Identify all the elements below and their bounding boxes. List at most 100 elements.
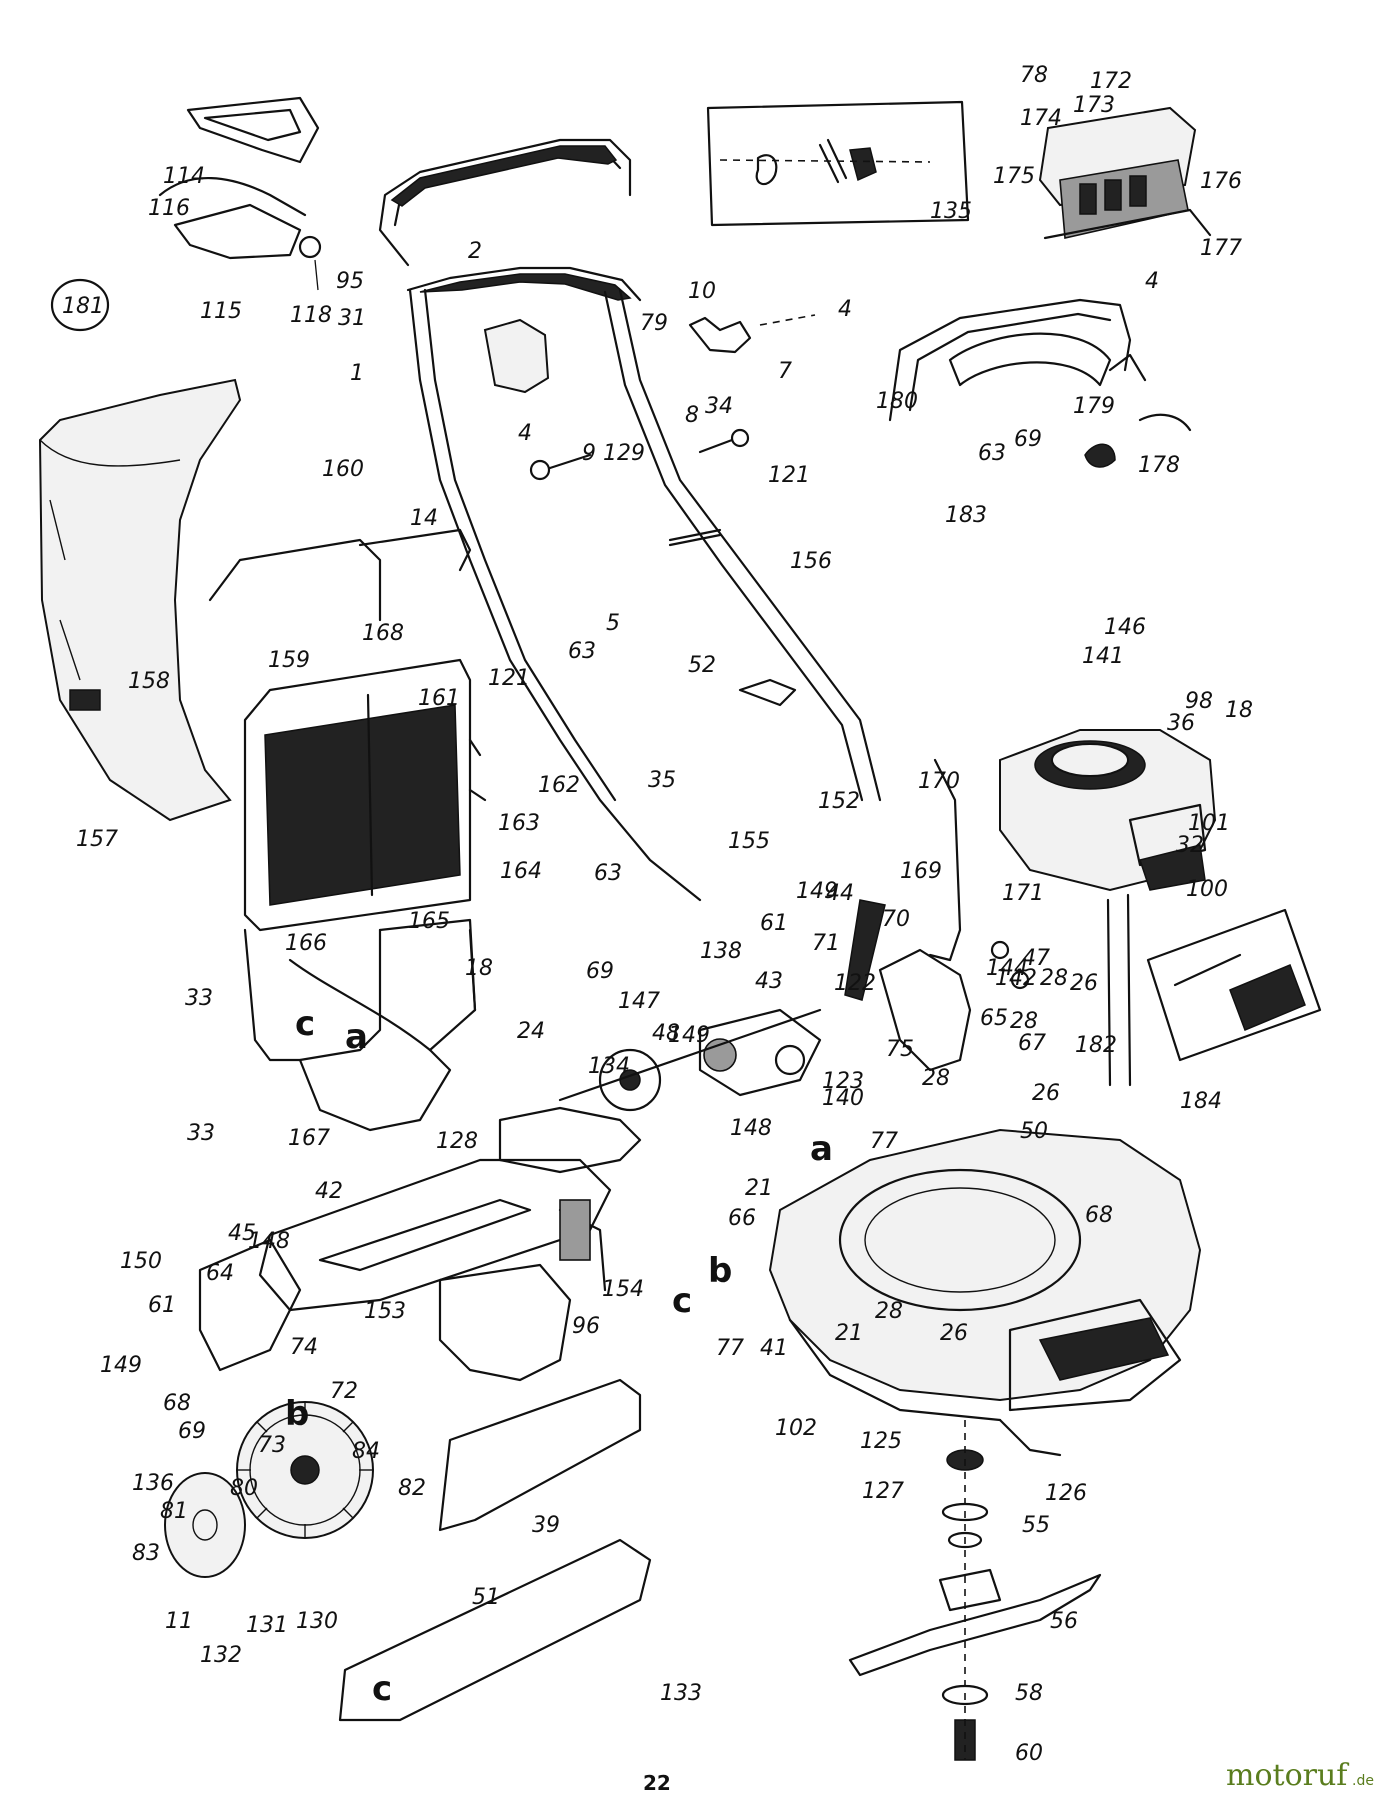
part-label-134: 134 <box>588 1054 630 1079</box>
part-label-149: 149 <box>100 1353 142 1378</box>
part-label-155: 155 <box>728 829 770 854</box>
part-label-141: 141 <box>1082 644 1124 669</box>
part-label-172: 172 <box>1090 69 1132 94</box>
grass-catcher-bag <box>38 378 242 822</box>
section-letter-b: b <box>285 1394 309 1434</box>
part-label-157: 157 <box>76 827 118 852</box>
part-label-95: 95 <box>336 269 364 294</box>
engine-control-bracket <box>844 758 1030 1072</box>
part-label-133: 133 <box>660 1681 702 1706</box>
part-label-77: 77 <box>870 1129 898 1154</box>
part-number-labels: 1244457891011141818212124262626282828283… <box>76 63 1253 1766</box>
part-label-173: 173 <box>1073 93 1115 118</box>
part-label-162: 162 <box>538 773 580 798</box>
part-label-63: 63 <box>568 639 596 664</box>
part-label-116: 116 <box>148 196 190 221</box>
part-label-129: 129 <box>603 441 645 466</box>
part-label-11: 11 <box>165 1609 193 1634</box>
part-label-126: 126 <box>1045 1481 1087 1506</box>
diagram-number-badge: 181 <box>50 278 110 332</box>
part-label-51: 51 <box>472 1585 500 1610</box>
part-label-178: 178 <box>1138 453 1180 478</box>
part-label-156: 156 <box>790 549 832 574</box>
bag-frame <box>208 528 487 932</box>
rear-wheel <box>164 1401 374 1578</box>
part-label-48: 48 <box>652 1021 680 1046</box>
part-label-153: 153 <box>364 1299 406 1324</box>
part-label-171: 171 <box>1002 881 1044 906</box>
page-number: 22 <box>643 1771 671 1795</box>
part-label-5: 5 <box>606 611 620 636</box>
drive-transmission <box>498 1008 822 1174</box>
part-label-32: 32 <box>1176 833 1204 858</box>
part-label-148: 148 <box>248 1229 290 1254</box>
part-label-160: 160 <box>322 457 364 482</box>
part-label-69: 69 <box>586 959 614 984</box>
part-label-41: 41 <box>760 1336 788 1361</box>
part-label-175: 175 <box>993 164 1035 189</box>
part-label-9: 9 <box>582 441 596 466</box>
part-label-21: 21 <box>745 1176 773 1201</box>
part-label-21: 21 <box>835 1321 863 1346</box>
part-label-82: 82 <box>398 1476 426 1501</box>
part-label-61: 61 <box>760 911 788 936</box>
part-label-70: 70 <box>882 907 910 932</box>
part-label-45: 45 <box>228 1221 256 1246</box>
part-drawings <box>38 96 1322 1761</box>
part-label-78: 78 <box>1020 63 1048 88</box>
part-label-142: 142 <box>995 966 1037 991</box>
rear-axle-housing <box>258 1158 612 1312</box>
part-label-170: 170 <box>918 769 960 794</box>
part-label-4: 4 <box>838 297 852 322</box>
engine <box>999 729 1217 1087</box>
part-label-75: 75 <box>886 1037 914 1062</box>
part-label-123: 123 <box>822 1069 864 1094</box>
svg-text:motoruf: motoruf <box>1226 1758 1349 1793</box>
throttle-lever-assembly <box>158 96 322 291</box>
part-label-31: 31 <box>338 306 366 331</box>
part-label-26: 26 <box>940 1321 968 1346</box>
part-label-4: 4 <box>518 421 532 446</box>
rear-chute <box>243 918 477 1132</box>
part-label-26: 26 <box>1032 1081 1060 1106</box>
part-label-161: 161 <box>418 686 460 711</box>
part-label-100: 100 <box>1186 877 1228 902</box>
svg-text:.de: .de <box>1352 1773 1374 1789</box>
part-label-177: 177 <box>1200 236 1242 261</box>
part-label-1: 1 <box>350 361 364 386</box>
part-label-101: 101 <box>1188 811 1230 836</box>
section-letter-c: c <box>672 1281 692 1321</box>
part-label-182: 182 <box>1075 1033 1117 1058</box>
part-label-115: 115 <box>200 299 242 324</box>
part-label-176: 176 <box>1200 169 1242 194</box>
part-label-61: 61 <box>148 1293 176 1318</box>
part-label-24: 24 <box>517 1019 545 1044</box>
part-label-167: 167 <box>288 1126 330 1151</box>
part-label-83: 83 <box>132 1541 160 1566</box>
inset-control-detail <box>1146 908 1322 1062</box>
side-guards <box>198 1238 652 1722</box>
part-label-114: 114 <box>163 164 205 189</box>
part-label-28: 28 <box>1010 1009 1038 1034</box>
section-letter-a: a <box>345 1017 368 1057</box>
part-label-135: 135 <box>930 199 972 224</box>
handle-top-bar <box>378 138 632 267</box>
part-label-63: 63 <box>978 441 1006 466</box>
part-label-180: 180 <box>876 389 918 414</box>
part-label-44: 44 <box>826 881 854 906</box>
section-letter-b: b <box>708 1251 732 1291</box>
part-label-79: 79 <box>640 311 668 336</box>
part-label-63: 63 <box>594 861 622 886</box>
part-label-149: 149 <box>796 879 838 904</box>
part-label-18: 18 <box>465 956 493 981</box>
part-label-77: 77 <box>716 1336 744 1361</box>
part-label-8: 8 <box>685 403 699 428</box>
part-label-121: 121 <box>488 666 530 691</box>
part-label-118: 118 <box>290 303 332 328</box>
diagram-number: 181 <box>62 294 104 319</box>
section-letter-c: c <box>295 1004 315 1044</box>
part-label-164: 164 <box>500 859 542 884</box>
section-letter-a: a <box>810 1129 833 1169</box>
part-label-147: 147 <box>618 989 660 1014</box>
